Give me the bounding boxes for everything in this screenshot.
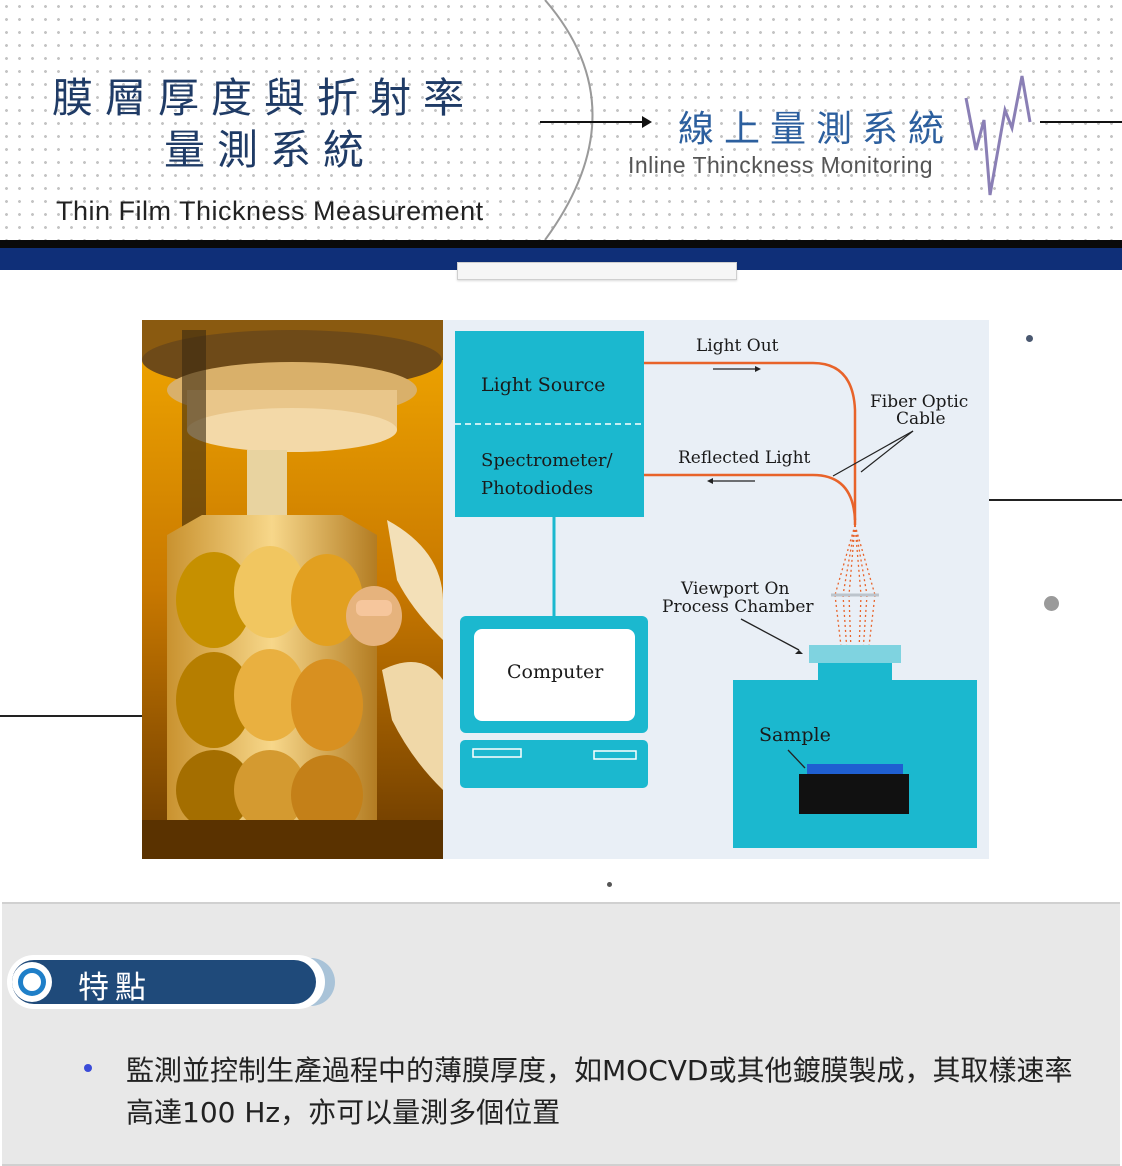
subtitle-zh: 線上量測系統 — [678, 109, 955, 150]
viewport-window — [809, 645, 901, 663]
fiber-label-line2: Cable — [896, 409, 946, 429]
side-line-left — [0, 715, 142, 717]
decor-dot — [1026, 335, 1033, 342]
arrow-right-icon — [642, 116, 652, 128]
features-section: 特點 監測並控制生產過程中的薄膜厚度，如MOCVD或其他鍍膜製成，其取樣速率高達… — [2, 902, 1120, 1166]
viewport-label-line1: Viewport On — [680, 579, 789, 599]
sample-label: Sample — [759, 724, 831, 746]
fiber-light-out — [644, 361, 857, 525]
cleanroom-photo — [142, 320, 443, 859]
sample-substrate — [799, 774, 909, 814]
waveform-icon — [964, 75, 1032, 196]
page-title-en: Thin Film Thickness Measurement — [56, 196, 484, 226]
measurement-system-diagram: Light Source Spectrometer/ Photodiodes C… — [443, 320, 989, 859]
header-tab — [457, 262, 737, 280]
fiber-reflected — [644, 473, 857, 521]
decorative-arc — [544, 0, 594, 240]
computer-label: Computer — [507, 661, 604, 683]
title-zh-line2: 量測系統 — [164, 126, 376, 174]
bullet-dot-icon — [84, 1064, 92, 1072]
decor-dot-small — [607, 882, 612, 887]
spectrometer-label-line1: Spectrometer/ — [481, 450, 613, 471]
computer-icon — [460, 616, 648, 788]
subtitle-en: Inline Thinckness Monitoring — [628, 152, 934, 178]
viewport-label-line2: Process Chamber — [662, 597, 814, 617]
fiber-label-line1: Fiber Optic — [870, 392, 968, 412]
features-title: 特點 — [78, 970, 152, 1006]
feature-item: 監測並控制生產過程中的薄膜厚度，如MOCVD或其他鍍膜製成，其取樣速率高達100… — [126, 1054, 1073, 1129]
page-title-zh: 膜層厚度與折射率 量測系統 — [52, 72, 502, 176]
header-decoration — [540, 75, 1122, 196]
header-band-blue — [0, 248, 1122, 270]
header-band-black — [0, 240, 1122, 248]
process-chamber — [733, 663, 977, 848]
title-zh-line1: 膜層厚度與折射率 — [52, 74, 476, 122]
decor-dot-large — [1044, 596, 1059, 611]
light-source-label: Light Source — [481, 374, 605, 396]
page-header: 膜層厚度與折射率 量測系統 Thin Film Thickness Measur… — [0, 0, 1122, 240]
sample-film — [807, 764, 903, 774]
spectrometer-label-line2: Photodiodes — [481, 478, 593, 499]
light-out-label: Light Out — [696, 336, 779, 356]
reflected-light-label: Reflected Light — [678, 448, 811, 468]
features-badge — [7, 955, 335, 1009]
side-line-right — [989, 499, 1122, 501]
